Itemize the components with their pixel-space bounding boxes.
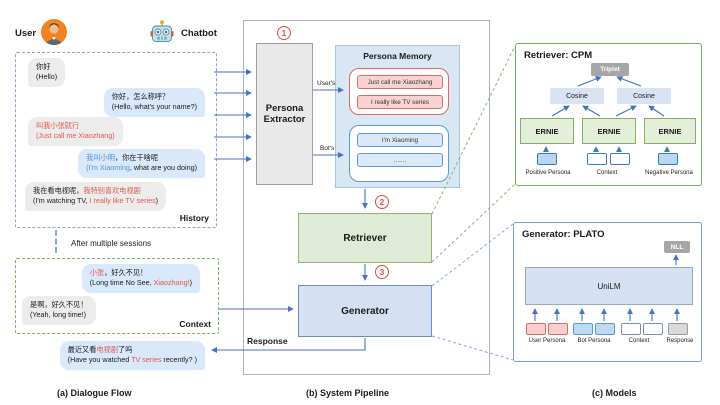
bubble-text: 小张，好久不见！ xyxy=(89,268,148,277)
history-label: History xyxy=(179,213,209,223)
chat-bubble-bot-3: 小张，好久不见！ (Long time No See, Xiaozhang!) xyxy=(81,264,200,293)
persona-chip: I really like TV series xyxy=(357,95,443,109)
persona-extractor-label: Persona Extractor xyxy=(263,103,306,125)
history-box: History xyxy=(15,52,217,228)
caption-models: (c) Models xyxy=(592,388,637,398)
persona-memory-title: Persona Memory xyxy=(363,51,432,61)
ernie-box: ERNIE xyxy=(520,118,574,144)
cosine-box: Cosine xyxy=(550,88,604,104)
context-token xyxy=(610,153,630,165)
bubble-text: (Hello) xyxy=(36,72,58,82)
bot-persona-group: I'm Xiaoming ....... xyxy=(349,125,449,182)
step-3-badge: 3 xyxy=(375,265,389,279)
context-label: Context xyxy=(179,319,211,329)
cpm-title: Retriever: CPM xyxy=(524,50,593,61)
chat-bubble-user-1: 你好 (Hello) xyxy=(28,58,66,87)
negative-persona-token xyxy=(658,153,678,165)
positive-persona-token xyxy=(537,153,557,165)
bubble-text: 叫我小张就行 xyxy=(36,121,80,130)
cosine-box: Cosine xyxy=(617,88,671,104)
unilm-box: UniLM xyxy=(525,267,693,305)
generator-label: Generator xyxy=(341,305,389,317)
bubble-text: 最近又看电视剧了吗 xyxy=(67,345,133,354)
bots-arrow-label: Bot's xyxy=(320,145,335,152)
bubble-text: (I'm Xiaoming, what are you doing) xyxy=(86,163,197,173)
bubble-text: (Yeah, long time!) xyxy=(30,310,87,320)
users-arrow-label: User's xyxy=(317,80,336,87)
persona-chip: Just call me Xiaozhang xyxy=(357,75,443,89)
chat-bubble-user-2: 叫我小张就行 (Just call me Xiaozhang) xyxy=(28,117,123,146)
cpm-input-label: Negative Persona xyxy=(645,170,693,176)
bubble-text: 是啊，好久不见！ xyxy=(30,300,88,309)
bot-persona-token xyxy=(595,323,615,335)
cpm-input-label: Positive Persona xyxy=(525,170,571,176)
plato-title: Generator: PLATO xyxy=(522,229,605,240)
bubble-text: 你好，怎么称呼？ xyxy=(111,92,170,101)
plato-box: Generator: PLATO NLL UniLM User Persona … xyxy=(513,222,702,362)
nll-box: NLL xyxy=(664,241,690,253)
triplet-box: Triplet xyxy=(591,63,629,76)
ernie-box: ERNIE xyxy=(582,118,636,144)
session-divider xyxy=(55,230,57,253)
plato-input-label: Bot Persona xyxy=(577,338,611,344)
persona-memory-box: Persona Memory Just call me Xiaozhang I … xyxy=(335,45,460,188)
bubble-text: (Long time No See, Xiaozhang!) xyxy=(89,278,192,288)
plato-input-label: Response xyxy=(666,338,694,344)
user-persona-group: Just call me Xiaozhang I really like TV … xyxy=(349,68,449,115)
retriever-label: Retriever xyxy=(343,232,387,244)
plato-input-label: User Persona xyxy=(528,338,566,344)
retriever-box: Retriever xyxy=(298,213,432,263)
plato-input-label: Context xyxy=(628,338,650,344)
bubble-text: 你好 xyxy=(36,62,51,71)
context-box: Context xyxy=(15,258,219,334)
caption-system-pipeline: (b) System Pipeline xyxy=(306,388,390,398)
context-token xyxy=(621,323,641,335)
bubble-text: (Hello, what's your name?) xyxy=(111,102,197,112)
context-token xyxy=(587,153,607,165)
after-sessions-label: After multiple sessions xyxy=(71,239,152,248)
bubble-text: (Just call me Xiaozhang) xyxy=(36,131,115,141)
response-arrow-label: Response xyxy=(247,336,288,346)
bubble-text: 我叫小明，你在干啥呢 xyxy=(86,153,159,162)
chatbot-label: Chatbot xyxy=(181,28,217,39)
user-persona-token xyxy=(548,323,568,335)
user-label: User xyxy=(15,28,37,39)
bubble-text: (I'm watching TV, I really like TV serie… xyxy=(33,196,159,206)
persona-extractor-box: Persona Extractor xyxy=(256,43,313,185)
step-1-badge: 1 xyxy=(277,26,291,40)
user-persona-token xyxy=(526,323,546,335)
response-token xyxy=(668,323,688,335)
chat-bubble-user-4: 是啊，好久不见！ (Yeah, long time!) xyxy=(22,296,96,325)
response-bubble: 最近又看电视剧了吗 (Have you watched TV series re… xyxy=(59,341,205,370)
chat-bubble-bot-1: 你好，怎么称呼？ (Hello, what's your name?) xyxy=(103,88,205,117)
chat-bubble-bot-2: 我叫小明，你在干啥呢 (I'm Xiaoming, what are you d… xyxy=(78,149,205,178)
caption-dialogue-flow: (a) Dialogue Flow xyxy=(57,388,132,398)
robot-icon xyxy=(149,19,175,50)
cpm-input-label: Context xyxy=(596,170,618,176)
user-avatar-icon xyxy=(41,19,67,50)
bubble-text: (Have you watched TV series recently? ) xyxy=(67,355,197,365)
chat-bubble-user-3: 我在看电视呢，我特别喜欢电视剧 (I'm watching TV, I real… xyxy=(25,182,167,211)
ernie-box: ERNIE xyxy=(644,118,696,144)
bubble-text: 我在看电视呢，我特别喜欢电视剧 xyxy=(33,186,141,195)
step-2-badge: 2 xyxy=(375,195,389,209)
persona-chip: ....... xyxy=(357,153,443,167)
context-token xyxy=(643,323,663,335)
generator-box: Generator xyxy=(298,285,432,337)
cpm-box: Retriever: CPM Triplet Cosine Cosine ERN… xyxy=(515,43,702,186)
persona-chip: I'm Xiaoming xyxy=(357,133,443,147)
bot-persona-token xyxy=(573,323,593,335)
